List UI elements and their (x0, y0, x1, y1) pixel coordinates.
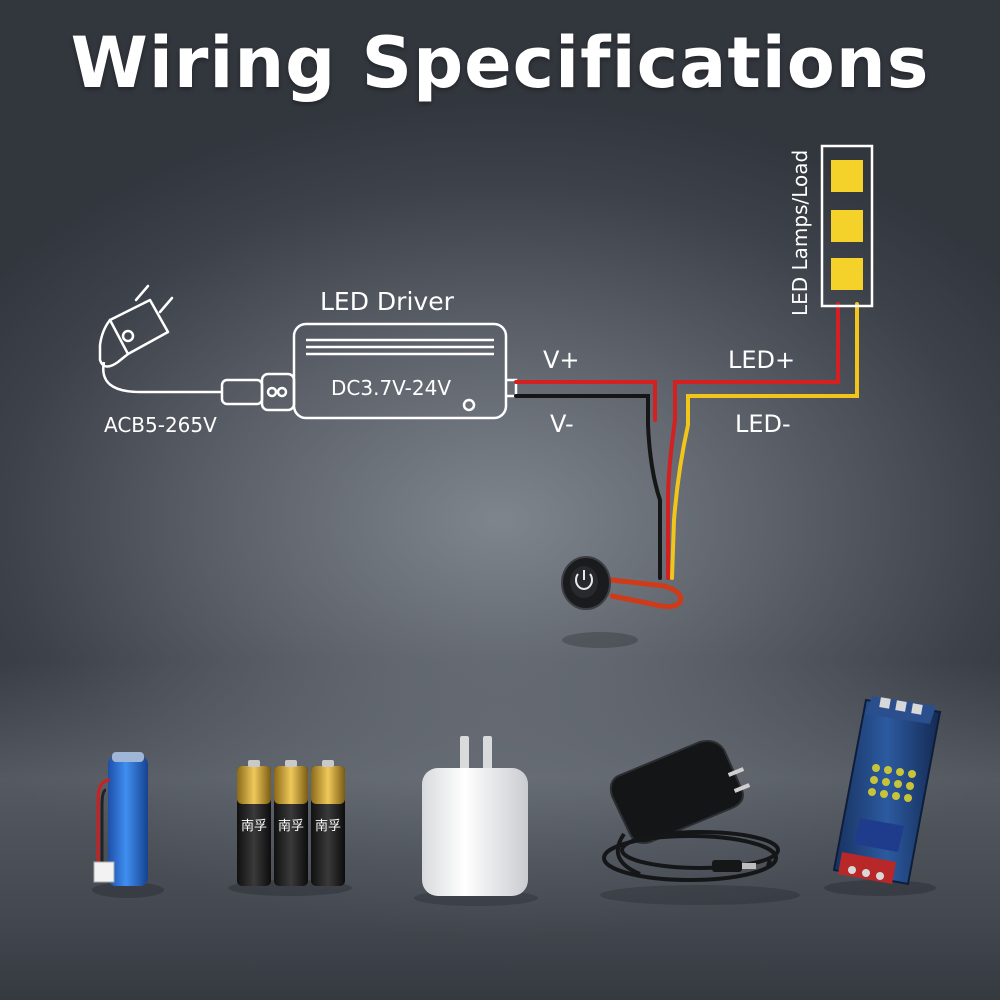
led-chip-1 (831, 160, 863, 192)
driver-voltage-label: DC3.7V-24V (331, 376, 451, 400)
aa-battery-3-label: 南孚 (315, 818, 341, 834)
driver-label: LED Driver (320, 287, 455, 316)
wire-v-minus (514, 394, 662, 580)
led-minus-label: LED- (735, 410, 791, 438)
ac-cable (102, 361, 222, 394)
switch-icon (561, 556, 638, 648)
lithium-battery-image (92, 752, 164, 898)
v-minus-label: V- (550, 410, 574, 438)
led-chip-3 (831, 258, 863, 290)
wires (514, 302, 859, 610)
usb-charger-image (414, 736, 538, 906)
v-plus-label: V+ (543, 346, 580, 374)
led-chip-2 (831, 210, 863, 242)
plug-icon (98, 284, 174, 368)
aa-battery-2: 南孚 (274, 760, 308, 886)
wire-led-minus (670, 302, 859, 580)
aa-battery-1-label: 南孚 (241, 818, 267, 834)
page-title: Wiring Specifications (70, 22, 930, 104)
led-plus-label: LED+ (728, 346, 795, 374)
dc-adapter-image (600, 740, 800, 905)
ac-input-label: ACB5-265V (104, 413, 217, 437)
wire-led-plus (666, 302, 840, 580)
aa-battery-2-label: 南孚 (278, 818, 304, 834)
wire-v-plus (514, 380, 657, 422)
led-driver-box (292, 322, 518, 420)
load-label: LED Lamps/Load (788, 150, 812, 316)
power-supply-image (824, 696, 942, 896)
wire-switch-loop (609, 577, 684, 610)
ac-connector (220, 372, 296, 412)
aa-battery-3: 南孚 (311, 760, 345, 886)
aa-battery-1: 南孚 (237, 760, 271, 886)
led-load-strip (820, 144, 874, 308)
aa-batteries-image: 南孚 南孚 南孚 (228, 760, 352, 896)
